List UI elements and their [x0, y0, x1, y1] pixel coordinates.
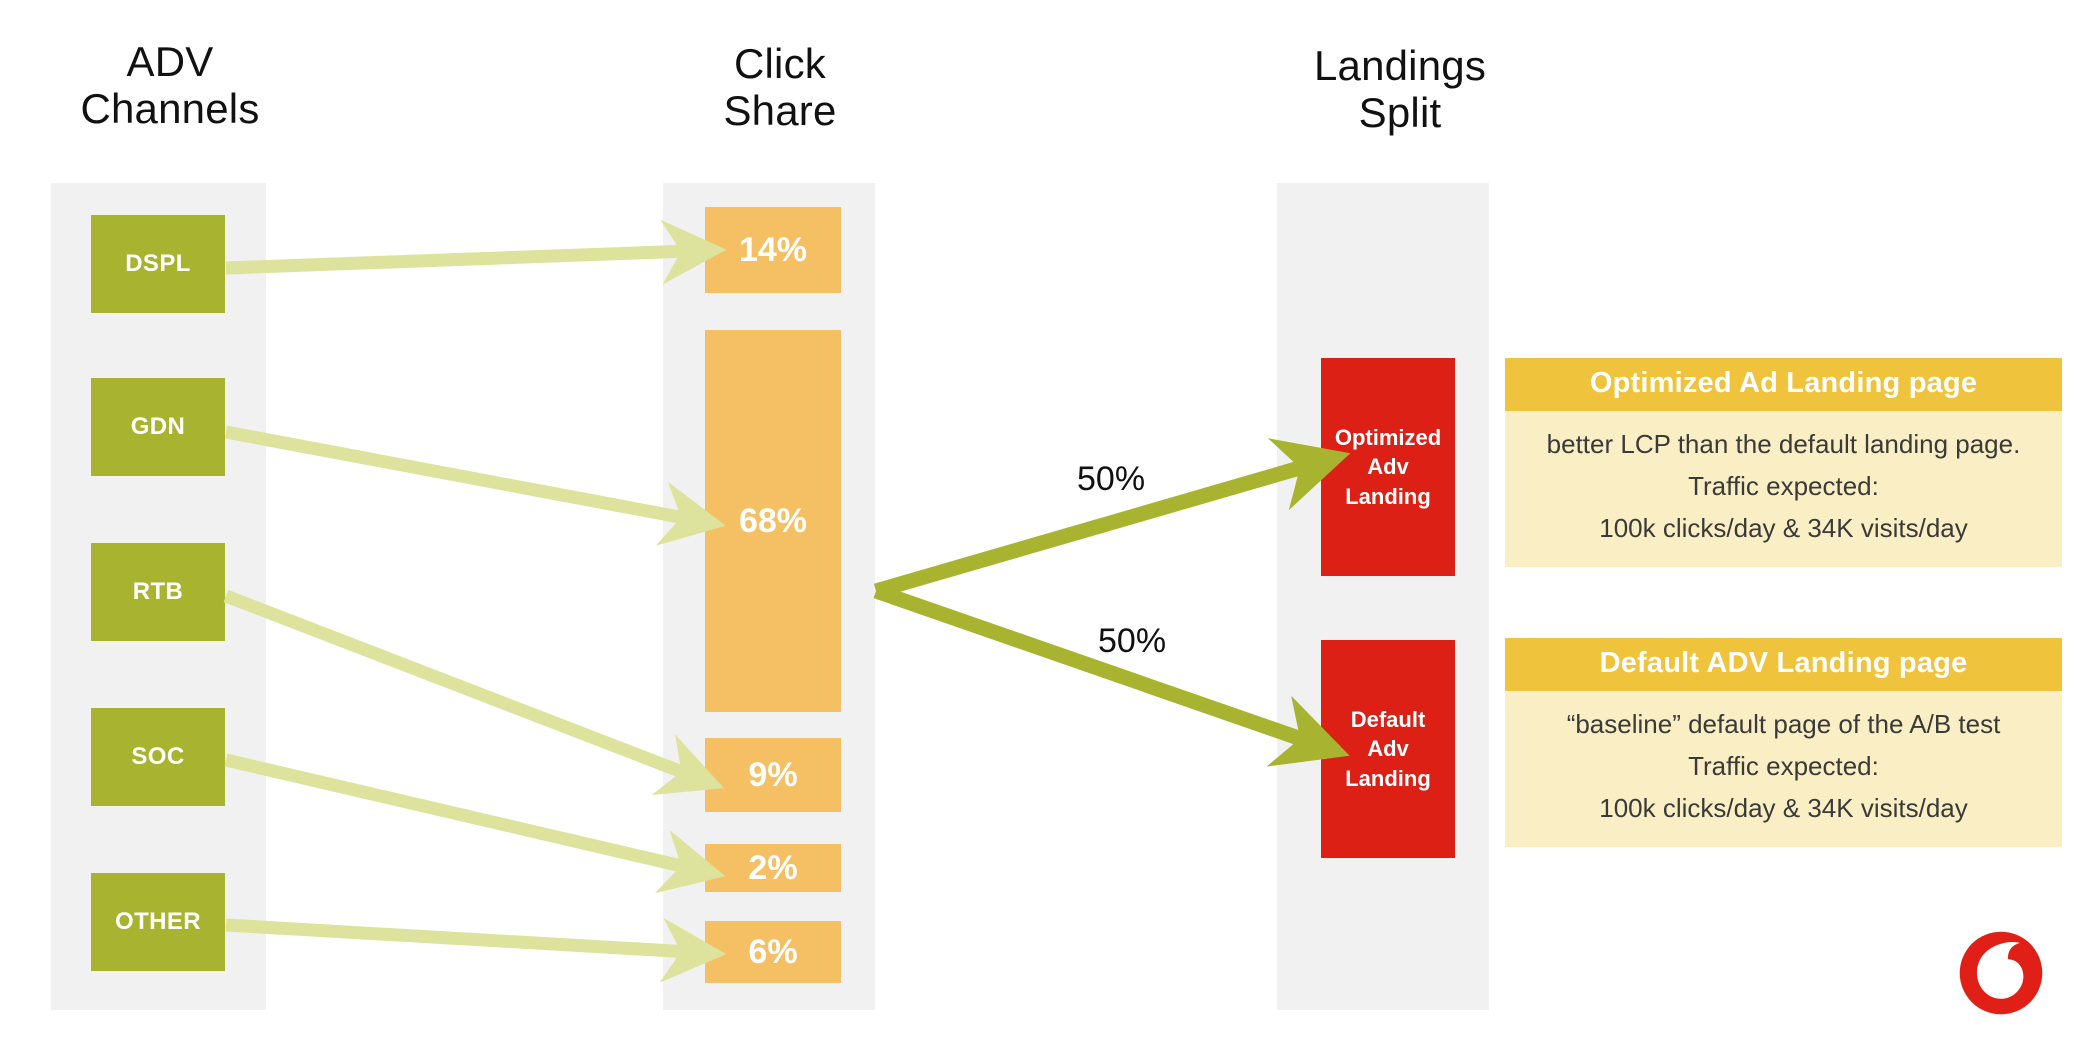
share-bar-2[interactable]: 2% — [705, 844, 841, 892]
column-title-adv-channels: ADV Channels — [80, 38, 260, 133]
arrow-other-to-6 — [225, 917, 727, 983]
info-panel-default-title: Default ADV Landing page — [1505, 638, 2062, 691]
info-line: “baseline” default page of the A/B test — [1566, 709, 2001, 739]
arrow-gdn-to-68 — [224, 425, 726, 546]
info-line: better LCP than the default landing page… — [1546, 429, 2021, 459]
arrow-rtb-to-9 — [223, 589, 724, 796]
landing-box-optimized[interactable]: Optimized Adv Landing — [1321, 358, 1455, 576]
info-panel-default-body: “baseline” default page of the A/B test … — [1505, 691, 2062, 847]
channel-box-rtb[interactable]: RTB — [91, 543, 225, 641]
info-line: Traffic expected: — [1688, 471, 1879, 502]
column-title-click-share: Click Share — [723, 40, 837, 135]
info-panel-optimized-body: better LCP than the default landing page… — [1505, 411, 2062, 567]
column-title-landings-split: Landings Split — [1313, 42, 1487, 137]
channel-box-other[interactable]: OTHER — [91, 873, 225, 971]
info-line: 100k clicks/day & 34K visits/day — [1599, 793, 1968, 824]
share-bar-14[interactable]: 14% — [705, 207, 841, 293]
info-line: 100k clicks/day & 34K visits/day — [1599, 513, 1968, 544]
info-line: Traffic expected: — [1688, 751, 1879, 782]
channel-box-gdn[interactable]: GDN — [91, 378, 225, 476]
band-landings-split — [1277, 183, 1489, 1010]
arrow-soc-to-2 — [224, 753, 726, 894]
arrow-split-to-default — [873, 583, 1350, 767]
share-bar-6[interactable]: 6% — [705, 921, 841, 983]
split-label-default: 50% — [1098, 622, 1167, 660]
share-bar-9[interactable]: 9% — [705, 738, 841, 812]
vodafone-logo — [1959, 931, 2043, 1015]
channel-box-soc[interactable]: SOC — [91, 708, 225, 806]
info-panel-optimized: Optimized Ad Landing page better LCP tha… — [1505, 358, 2062, 568]
share-bar-68[interactable]: 68% — [705, 330, 841, 712]
info-panel-optimized-title: Optimized Ad Landing page — [1505, 358, 2062, 411]
channel-box-dspl[interactable]: DSPL — [91, 215, 225, 313]
split-label-optimized: 50% — [1077, 460, 1146, 498]
landing-box-default[interactable]: Default Adv Landing — [1321, 640, 1455, 858]
arrow-dspl-to-14 — [225, 219, 727, 285]
info-panel-default: Default ADV Landing page “baseline” defa… — [1505, 638, 2062, 848]
